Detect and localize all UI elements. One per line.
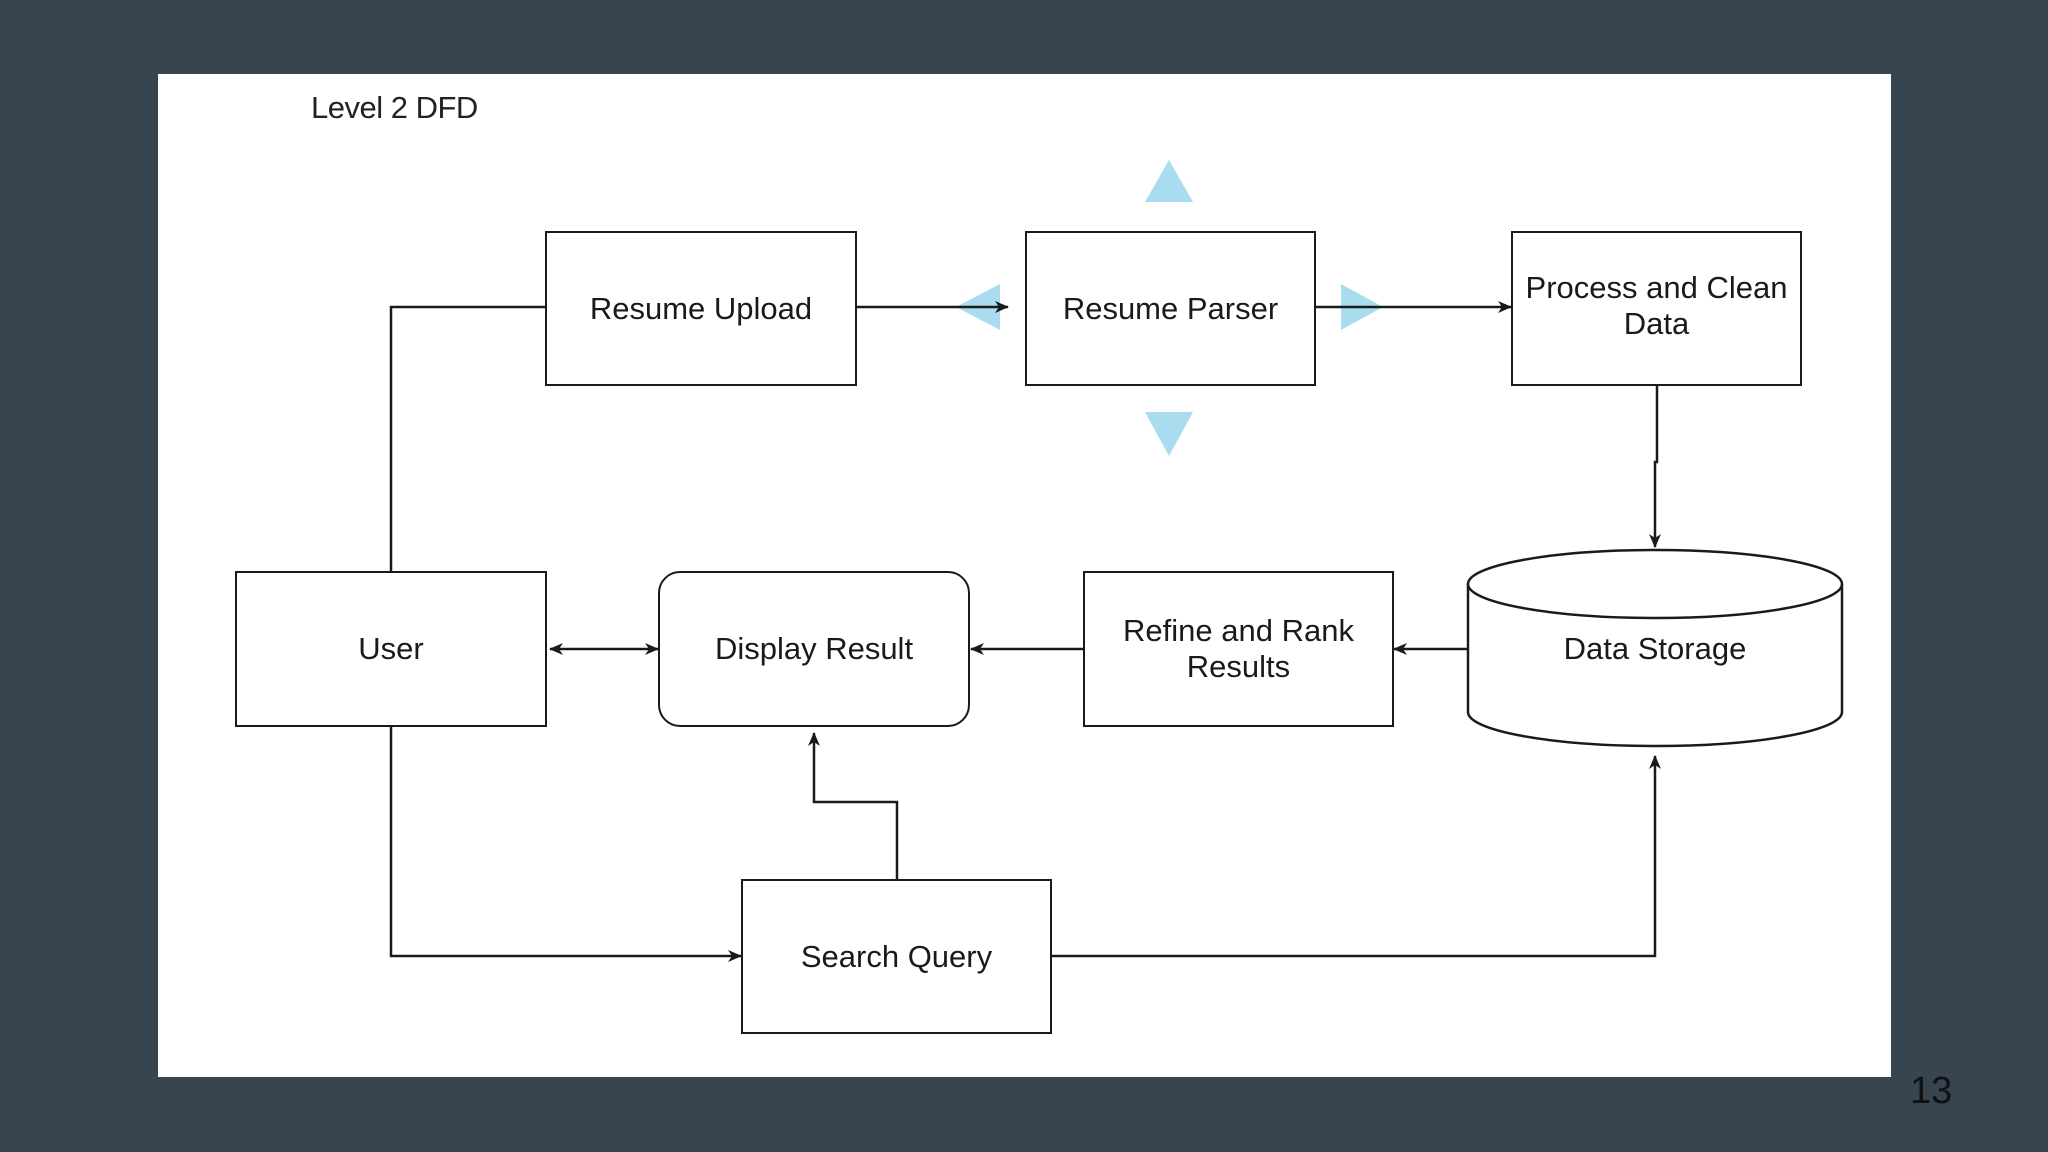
process-clean-data-label: Process and Clean Data bbox=[1525, 269, 1788, 341]
search-query-label: Search Query bbox=[800, 938, 993, 974]
process-clean-data: Process and Clean Data bbox=[1511, 231, 1802, 386]
slide-page-number: 13 bbox=[1910, 1070, 1953, 1112]
display-result-label: Display Result bbox=[714, 631, 914, 666]
selection-handle-up bbox=[1145, 160, 1193, 202]
diagram-title: Level 2 DFD bbox=[311, 90, 478, 125]
process-resume-upload: Resume Upload bbox=[545, 231, 857, 386]
process-display-result: Display Result bbox=[658, 571, 970, 727]
dfd-diagram: Level 2 DFD Resume Upload Resume Parser … bbox=[158, 74, 1891, 1077]
process-search-query: Search Query bbox=[741, 879, 1052, 1034]
line-user-to-upload bbox=[389, 305, 545, 571]
connector-layer bbox=[389, 160, 1844, 962]
arrow-search-to-display bbox=[808, 732, 899, 879]
arrow-search-to-storage bbox=[1052, 755, 1661, 958]
data-storage-cylinder bbox=[1466, 548, 1844, 748]
resume-upload-label: Resume Upload bbox=[589, 290, 813, 326]
arrow-user-to-search bbox=[389, 727, 742, 962]
process-resume-parser: Resume Parser bbox=[1025, 231, 1316, 386]
data-storage-label: Data Storage bbox=[1563, 631, 1747, 666]
process-refine-rank: Refine and Rank Results bbox=[1083, 571, 1394, 727]
arrow-process-to-storage bbox=[1649, 386, 1661, 548]
selection-handle-down bbox=[1145, 412, 1193, 456]
entity-user: User bbox=[235, 571, 547, 727]
user-label: User bbox=[358, 631, 424, 666]
data-storage-label-box: Data Storage bbox=[1468, 619, 1842, 679]
resume-parser-label: Resume Parser bbox=[1062, 290, 1279, 326]
refine-rank-label: Refine and Rank Results bbox=[1123, 613, 1354, 684]
